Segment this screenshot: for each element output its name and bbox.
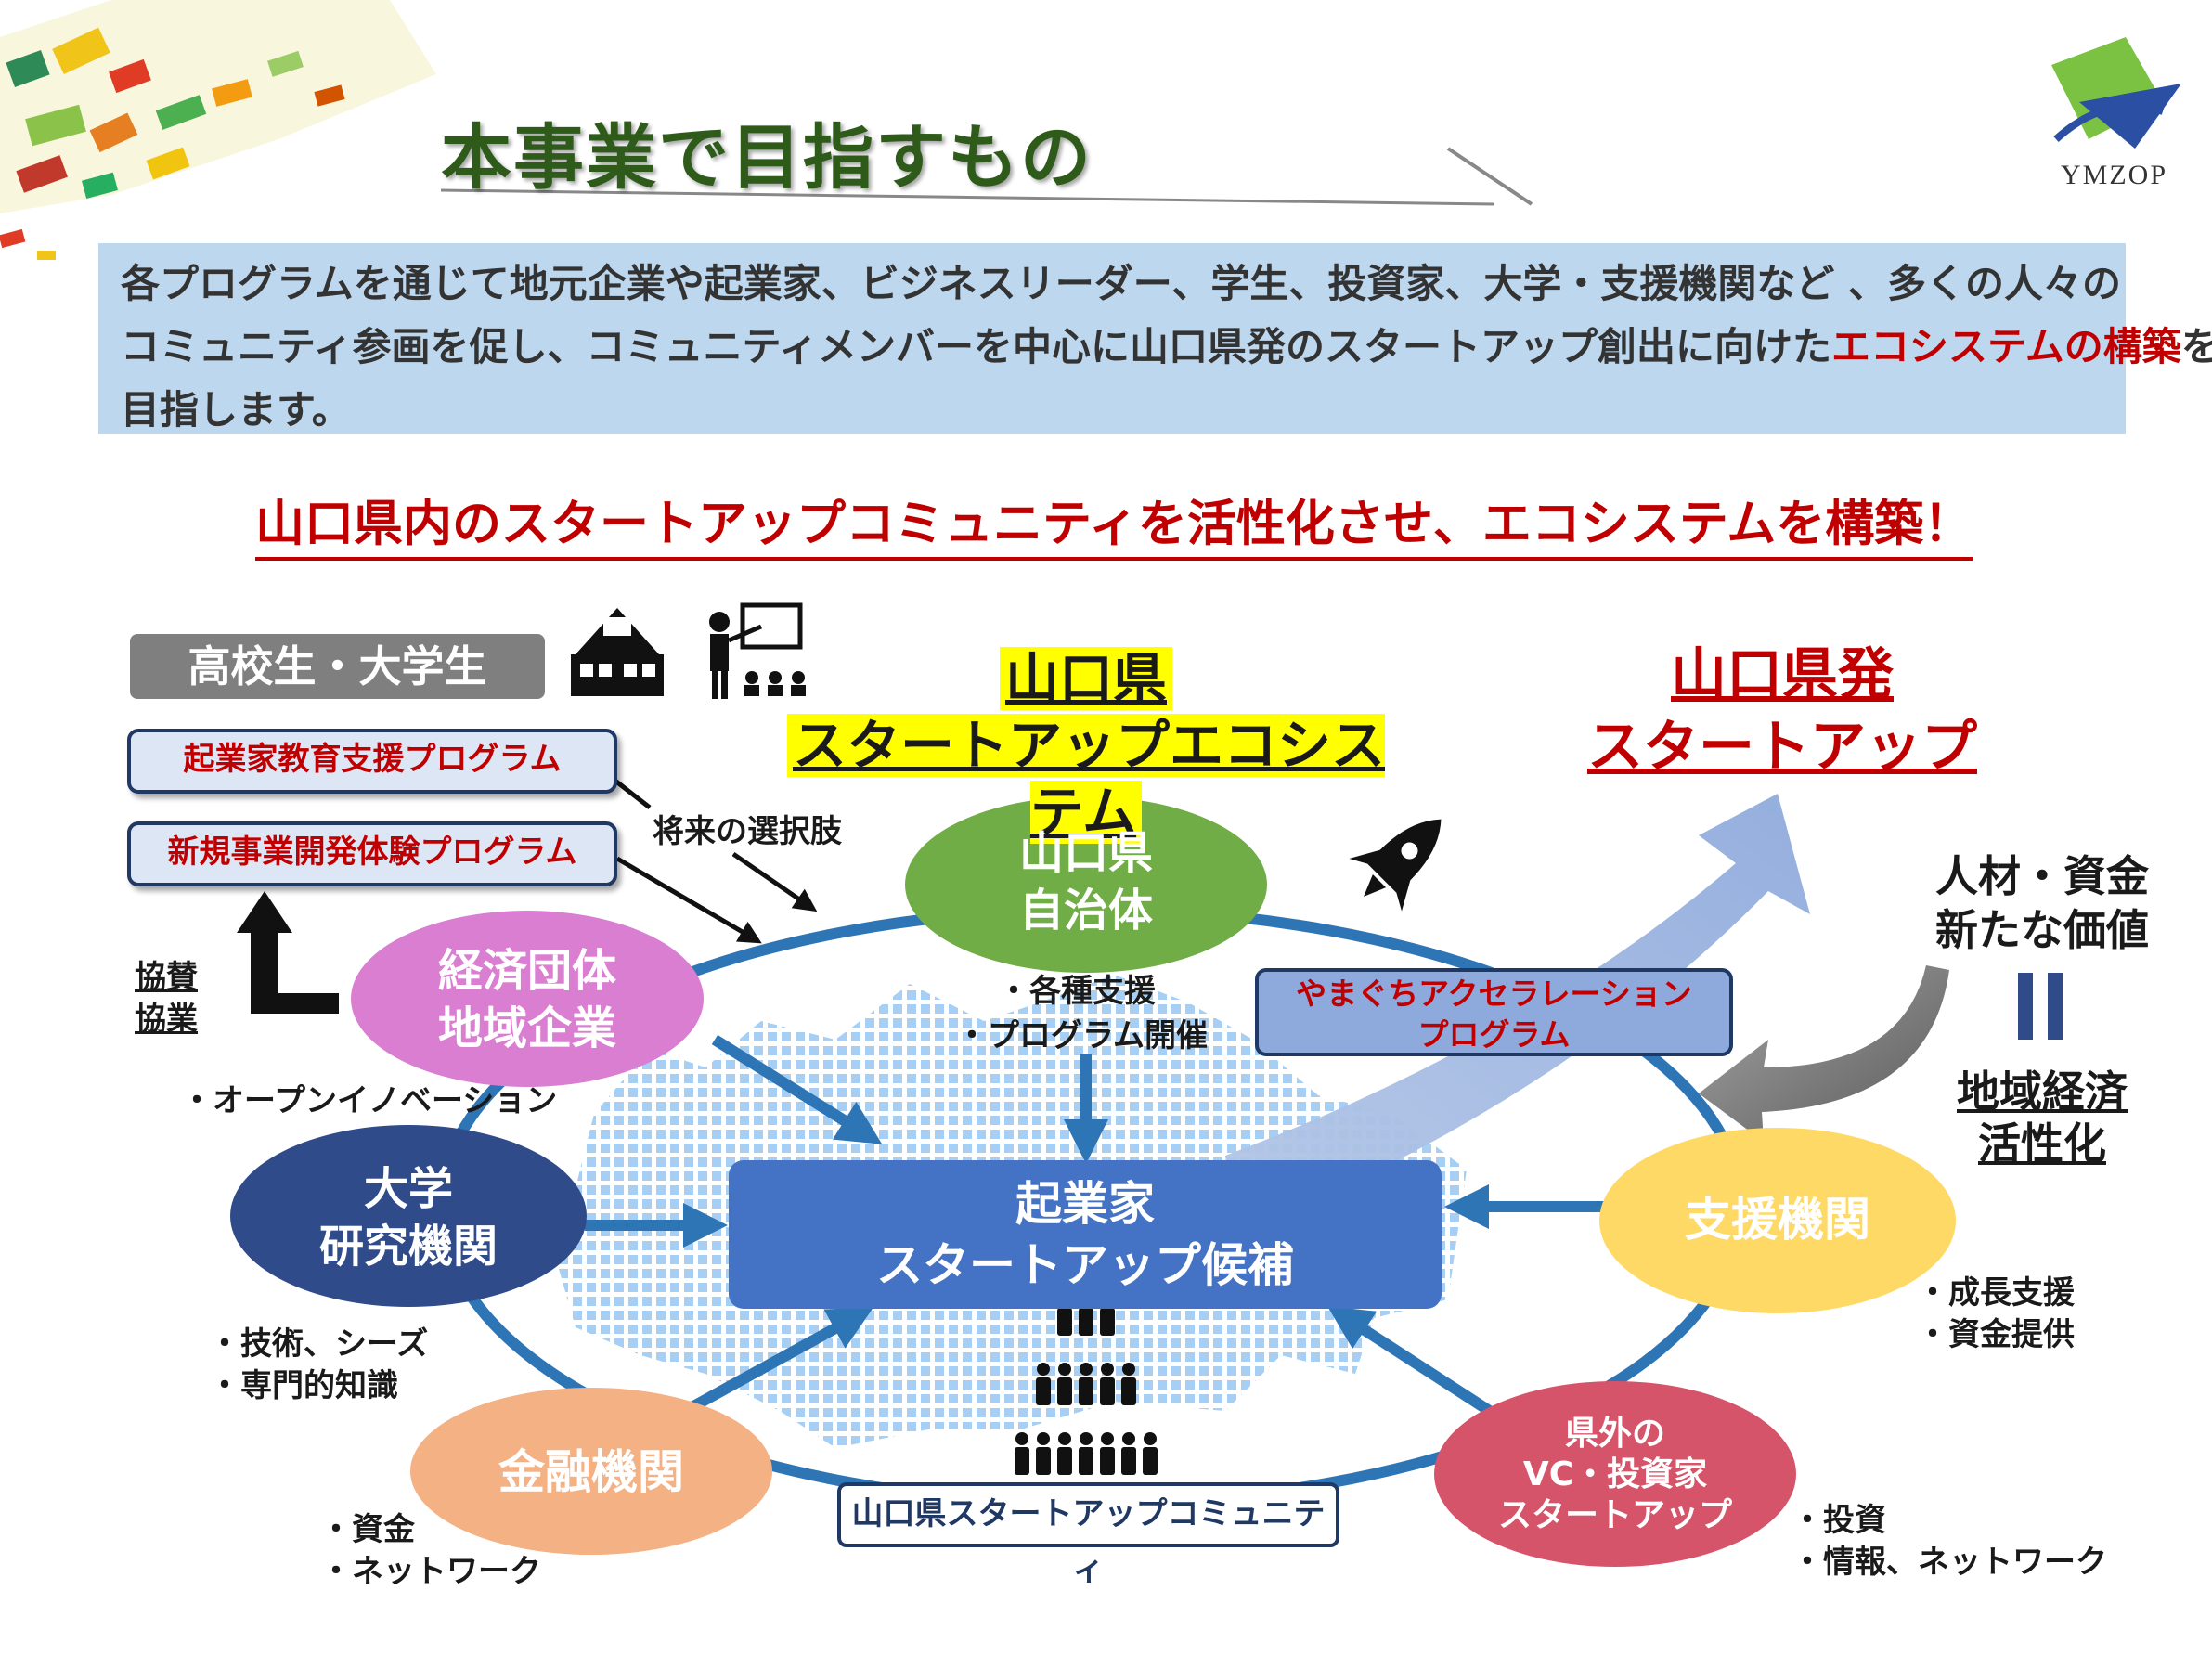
collaboration-label: 協業 [135, 1001, 198, 1038]
ecosystem-title: 山口県 スタートアップエコシステム [784, 645, 1388, 846]
origin-startup-title: 山口県発 スタートアップ [1587, 642, 1977, 780]
node-investors-oval [1434, 1381, 1796, 1567]
people-group-icon [1015, 1293, 1158, 1475]
person-body [1079, 1377, 1093, 1405]
person-body [1100, 1308, 1115, 1336]
future-option-label: 将来の選択肢 [653, 813, 842, 850]
school-building-icon [571, 608, 664, 696]
person-body [1121, 1447, 1136, 1475]
teacher-icon [709, 602, 806, 699]
intro-box: 各プログラムを通じて地元企業や起業家、ビジネスリーダー、学生、投資家、大学・支援… [98, 243, 2212, 434]
university-note-2: ・専門的知識 [209, 1367, 398, 1404]
person-body [1057, 1377, 1072, 1405]
person-body [1079, 1308, 1093, 1336]
person-head [1015, 1432, 1028, 1445]
university-note-1: ・技術、シーズ [209, 1325, 429, 1363]
program-entrepreneur-education: 起業家教育支援プログラム [127, 729, 617, 794]
business-note-1: ・オープンイノベーション [181, 1082, 558, 1119]
logo-text: YMZOP [2061, 160, 2168, 190]
headline: 山口県内のスタートアップコミュニティを活性化させ、エコシステムを構築！ [255, 485, 1973, 561]
node-support-oval [1599, 1128, 1956, 1313]
regional-economy-text: 地域経済活性化 [1957, 1067, 2128, 1169]
person-head [1037, 1432, 1050, 1445]
ymzop-logo-icon [2051, 37, 2181, 149]
node-finance-label: 金融機関 [498, 1445, 684, 1499]
node-university-label: 大学研究機関 [318, 1163, 498, 1273]
intro-highlight: エコシステムの構築 [1830, 324, 2181, 369]
person-body [1057, 1447, 1072, 1475]
node-government-label: 山口県自治体 [1018, 827, 1153, 937]
sponsor-label: 協賛 [135, 959, 198, 996]
intro-line-2: コミュニティ参画を促し、コミュニティメンバーを中心に山口県発のスタートアップ創出… [121, 324, 2212, 369]
right-value-text: 人材・資金新たな価値 [1935, 851, 2149, 955]
investors-note-1: ・投資 [1792, 1502, 1886, 1539]
students-label: 高校生・大学生 [130, 634, 545, 699]
community-label: 山口県スタートアップコミュニティ [837, 1482, 1339, 1588]
node-university-oval [230, 1125, 587, 1307]
support-note-2: ・資金提供 [1917, 1316, 2075, 1353]
node-support-label: 支援機関 [1685, 1193, 1870, 1247]
person-body [1100, 1377, 1115, 1405]
program-new-business: 新規事業開発体験プログラム [127, 821, 617, 886]
person-head [1058, 1363, 1071, 1376]
finance-note-2: ・ネットワーク [320, 1553, 541, 1590]
intro-line-3: 目指します。 [121, 387, 351, 433]
accelerator-program-box: やまぐちアクセラレーションプログラム [1255, 968, 1733, 1056]
person-body [1015, 1447, 1029, 1475]
person-head [1058, 1432, 1071, 1445]
intro-line-1: 各プログラムを通じて地元企業や起業家、ビジネスリーダー、学生、投資家、大学・支援… [121, 261, 2121, 306]
person-head [1122, 1432, 1135, 1445]
person-body [1143, 1447, 1158, 1475]
person-head [1080, 1432, 1093, 1445]
person-head [1144, 1432, 1157, 1445]
person-body [1100, 1447, 1115, 1475]
person-head [1080, 1363, 1093, 1376]
person-head [1101, 1432, 1114, 1445]
center-entrepreneur-box: 起業家スタートアップ候補 [729, 1160, 1442, 1309]
decorative-mosaic [0, 0, 436, 260]
government-note-1: ・各種支援 [998, 973, 1156, 1010]
node-finance-oval [410, 1388, 772, 1555]
finance-note-1: ・資金 [320, 1511, 415, 1548]
support-note-1: ・成長支援 [1917, 1274, 2075, 1312]
equals-sign [2012, 973, 2070, 1040]
page-title: 本事業で目指すもの [441, 116, 1093, 199]
node-business-label: 経済団体地域企業 [437, 945, 616, 1054]
sponsor-arrow-icon [237, 891, 339, 1014]
node-government-oval [905, 796, 1267, 973]
government-note-2: ・プログラム開催 [956, 1017, 1208, 1054]
growth-arrow-icon [1225, 794, 1810, 1235]
person-body [1036, 1377, 1051, 1405]
rocket-icon [1349, 819, 1442, 912]
person-body [1036, 1447, 1051, 1475]
person-head [1101, 1363, 1114, 1376]
person-body [1079, 1447, 1093, 1475]
person-body [1121, 1377, 1136, 1405]
node-business-oval [351, 911, 704, 1087]
investors-note-2: ・情報、ネットワーク [1792, 1544, 2107, 1581]
person-head [1122, 1363, 1135, 1376]
person-body [1057, 1308, 1072, 1336]
person-head [1037, 1363, 1050, 1376]
